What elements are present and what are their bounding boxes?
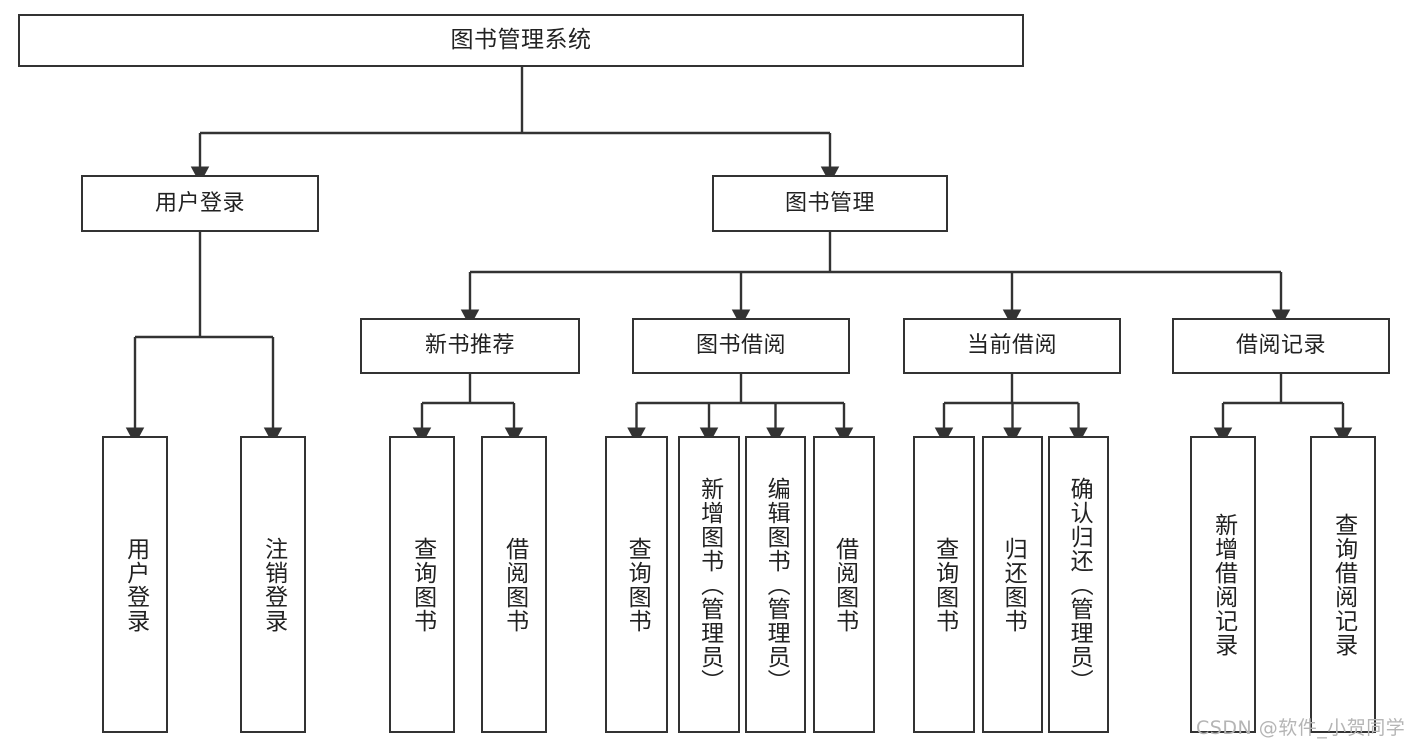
node-label: 借阅图书 [831,536,858,633]
watermark-label: CSDN @软件_小贺同学 [1196,717,1405,739]
node-leaf3[interactable]: 查询图书 [389,436,455,733]
node-l2a[interactable]: 用户登录 [81,175,319,232]
node-leaf10[interactable]: 归还图书 [982,436,1043,733]
node-root[interactable]: 图书管理系统 [18,14,1024,67]
node-leaf6[interactable]: 新增图书（管理员） [678,436,740,733]
node-label: 当前借阅 [966,333,1057,359]
node-leaf4[interactable]: 借阅图书 [481,436,547,733]
node-l3a[interactable]: 新书推荐 [360,318,580,374]
node-label: 查询图书 [624,536,651,633]
node-label: 查询借阅记录 [1330,512,1357,657]
node-label: 新增借阅记录 [1210,512,1237,657]
node-l2b[interactable]: 图书管理 [712,175,948,232]
node-label: 查询图书 [931,536,958,633]
node-label: 确认归还（管理员） [1066,476,1093,693]
node-label: 图书借阅 [695,333,786,359]
node-leaf13[interactable]: 查询借阅记录 [1310,436,1376,733]
node-label: 用户登录 [154,190,245,216]
node-leaf12[interactable]: 新增借阅记录 [1190,436,1256,733]
node-label: 注销登录 [260,536,287,633]
node-label: 新增图书（管理员） [696,476,723,693]
node-label: 归还图书 [1000,536,1027,633]
node-leaf11[interactable]: 确认归还（管理员） [1048,436,1109,733]
node-label: 查询图书 [409,536,436,633]
node-leaf9[interactable]: 查询图书 [913,436,975,733]
edge-paths [125,67,1353,445]
node-leaf5[interactable]: 查询图书 [605,436,668,733]
node-l3c[interactable]: 当前借阅 [903,318,1121,374]
node-label: 用户登录 [122,536,149,633]
node-l3b[interactable]: 图书借阅 [632,318,850,374]
node-label: 借阅记录 [1235,333,1326,359]
node-leaf8[interactable]: 借阅图书 [813,436,875,733]
node-label: 图书管理 [784,190,875,216]
node-leaf2[interactable]: 注销登录 [240,436,306,733]
node-l3d[interactable]: 借阅记录 [1172,318,1390,374]
node-label: 新书推荐 [424,333,515,359]
node-label: 借阅图书 [501,536,528,633]
node-leaf7[interactable]: 编辑图书（管理员） [745,436,806,733]
node-leaf1[interactable]: 用户登录 [102,436,168,733]
node-label: 编辑图书（管理员） [763,476,790,693]
node-label: 图书管理系统 [450,26,592,53]
